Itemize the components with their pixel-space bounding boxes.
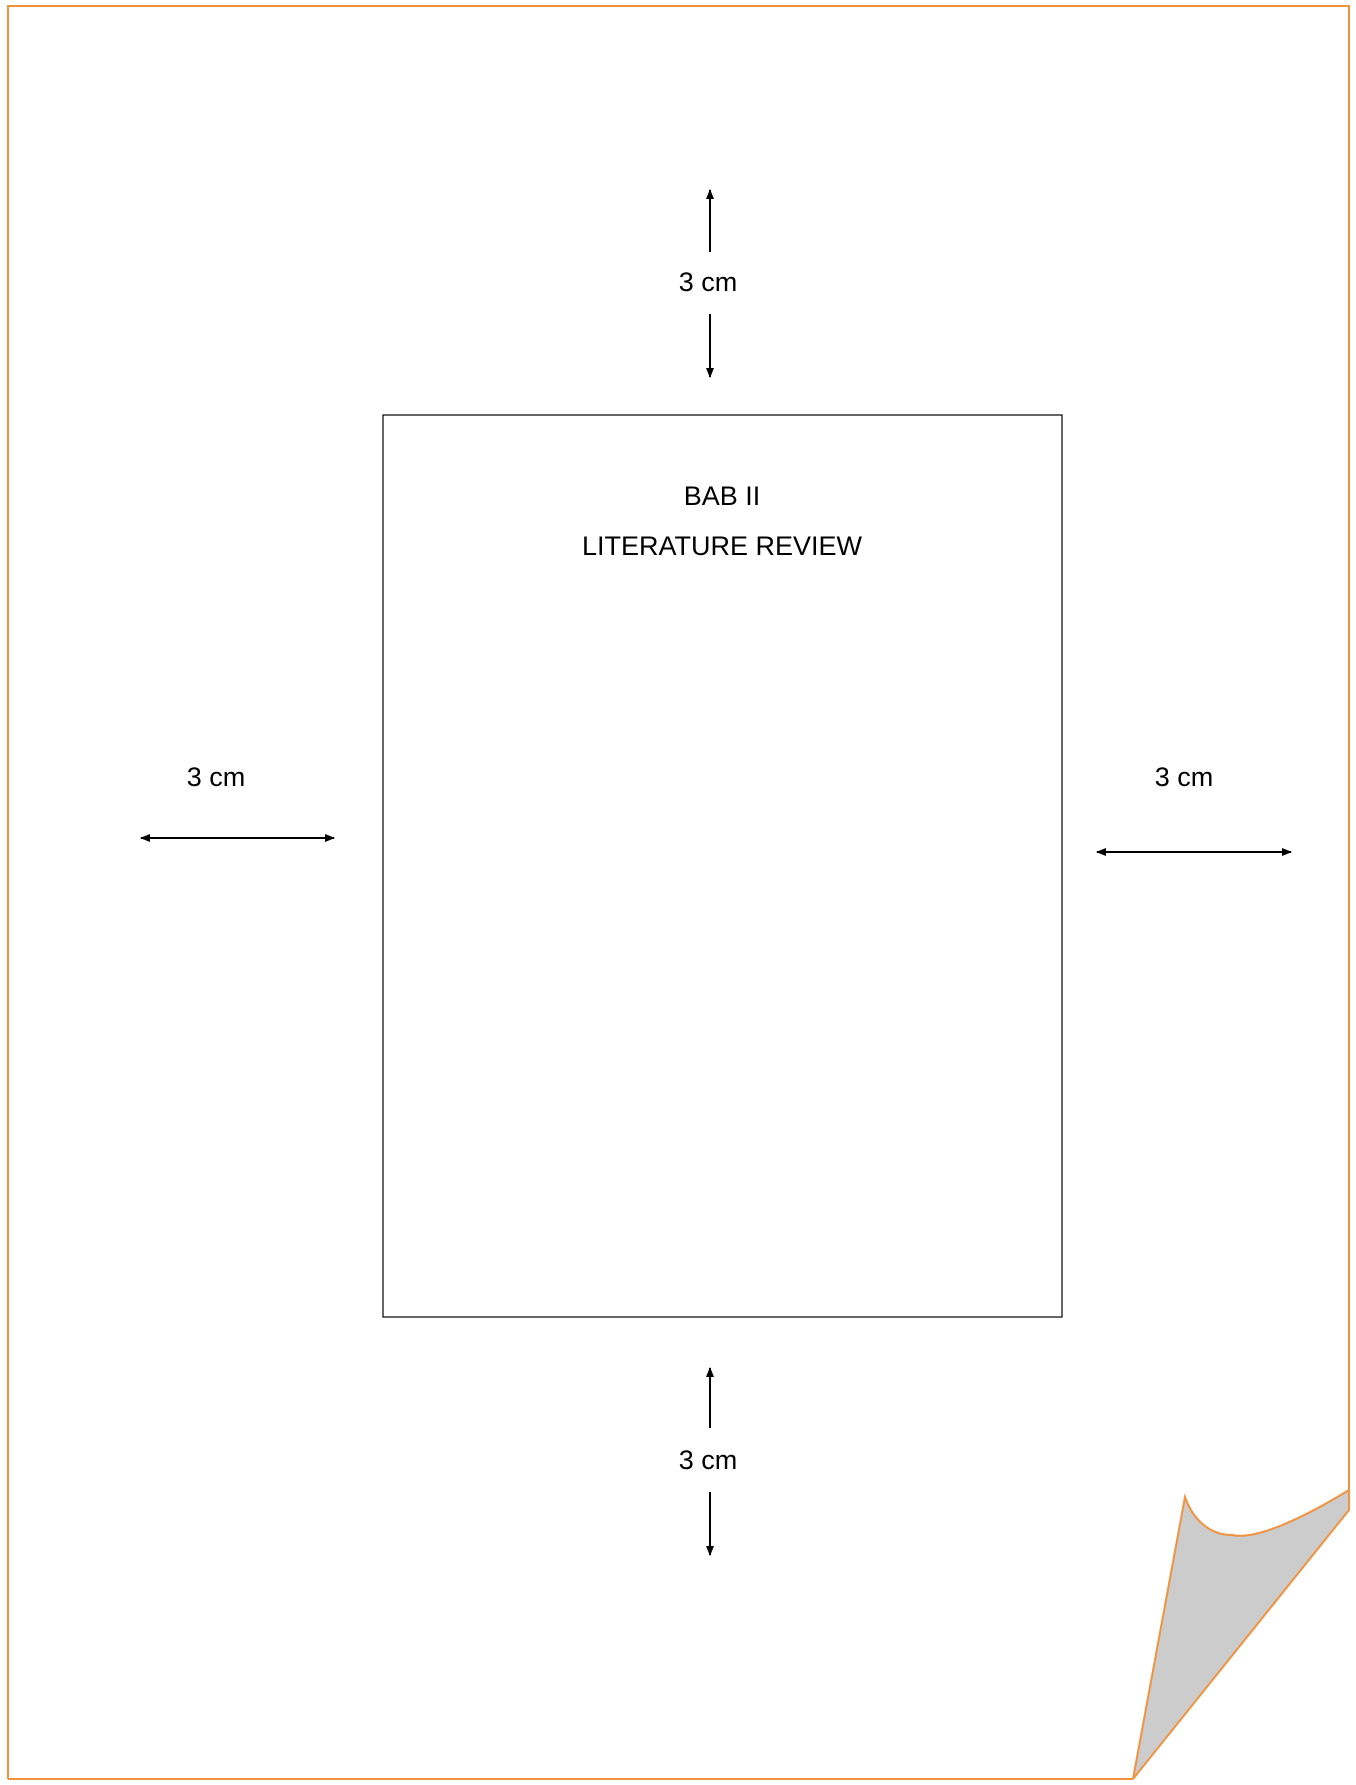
content-box (382, 414, 1063, 1318)
chapter-label: BAB II (683, 481, 761, 511)
page-outline (7, 5, 1350, 1780)
top-margin-label: 3 cm (678, 267, 738, 297)
bottom-margin-label: 3 cm (678, 1445, 738, 1475)
page-curl (1132, 1488, 1350, 1780)
right-margin-label: 3 cm (1154, 762, 1214, 792)
left-margin-label: 3 cm (186, 762, 246, 792)
chapter-title: LITERATURE REVIEW (581, 531, 863, 561)
